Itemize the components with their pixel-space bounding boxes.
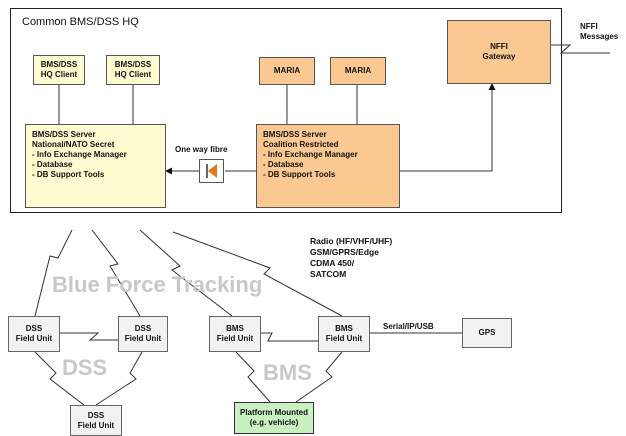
hq-client-box: BMS/DSS HQ Client (33, 55, 85, 85)
field-unit-type: DSS (134, 324, 152, 333)
hq-client-line2: HQ Client (114, 70, 152, 79)
server-item: - DB Support Tools (32, 170, 105, 179)
field-unit-type: BMS (335, 324, 353, 333)
server-title: BMS/DSS Server (263, 130, 327, 139)
server-item: - Info Exchange Manager (32, 150, 127, 159)
nffi-gateway-line1: NFFI (490, 42, 508, 51)
maria-label: MARIA (273, 66, 301, 75)
dss-field-unit: DSS Field Unit (70, 405, 122, 436)
field-unit-label: Field Unit (124, 334, 162, 343)
field-unit-type: DSS (25, 324, 43, 333)
hq-client-box: BMS/DSS HQ Client (106, 55, 160, 85)
data-diode-icon (199, 159, 224, 183)
platform-mounted-box: Platform Mounted (e.g. vehicle) (234, 402, 314, 434)
nffi-gateway-box: NFFI Gateway (447, 20, 551, 84)
server-coalition-restricted: BMS/DSS Server Coalition Restricted - In… (256, 124, 400, 208)
field-unit-label: Field Unit (77, 420, 115, 430)
nffi-messages-label: NFFI Messages (580, 22, 618, 43)
radio-line: Radio (HF/VHF/UHF) (310, 236, 393, 246)
watermark-dss: DSS (62, 355, 108, 380)
field-unit-type: DSS (87, 410, 105, 420)
one-way-fibre-label: One way fibre (175, 145, 228, 154)
hq-title: Common BMS/DSS HQ (22, 16, 139, 28)
field-unit-label: Field Unit (216, 334, 254, 343)
dss-field-unit: DSS Field Unit (118, 316, 168, 352)
hq-client-line2: HQ Client (40, 70, 78, 79)
hq-client-line1: BMS/DSS (114, 60, 152, 69)
server-classification: National/NATO Secret (32, 140, 115, 149)
maria-box: MARIA (259, 57, 315, 85)
maria-box: MARIA (330, 57, 386, 85)
field-unit-label: Field Unit (325, 334, 363, 343)
platform-line2: (e.g. vehicle) (249, 418, 299, 427)
gps-box: GPS (462, 318, 512, 348)
serial-ip-usb-label: Serial/IP/USB (383, 322, 434, 331)
server-item: - DB Support Tools (263, 170, 336, 179)
server-item: - Database (263, 160, 304, 169)
server-title: BMS/DSS Server (32, 130, 96, 139)
server-national-secret: BMS/DSS Server National/NATO Secret - In… (25, 124, 166, 208)
radio-bearers-label: Radio (HF/VHF/UHF) GSM/GPRS/Edge CDMA 45… (310, 236, 392, 280)
server-item: - Info Exchange Manager (263, 150, 358, 159)
radio-line: SATCOM (310, 269, 347, 280)
server-item: - Database (32, 160, 73, 169)
server-classification: Coalition Restricted (263, 140, 339, 149)
bms-field-unit: BMS Field Unit (209, 316, 261, 352)
nffi-messages-line1: NFFI (580, 22, 598, 31)
maria-label: MARIA (344, 66, 372, 75)
platform-line1: Platform Mounted (240, 408, 308, 417)
watermark-blue-force-tracking: Blue Force Tracking (52, 272, 263, 297)
field-unit-type: BMS (226, 324, 244, 333)
radio-line: CDMA 450/ (310, 258, 355, 269)
radio-line: GSM/GPRS/Edge (310, 247, 379, 258)
nffi-gateway-line2: Gateway (482, 52, 516, 61)
hq-frame (10, 8, 562, 213)
hq-client-line1: BMS/DSS (40, 60, 78, 69)
watermark-bms: BMS (263, 360, 312, 385)
bms-field-unit: BMS Field Unit (318, 316, 370, 352)
nffi-messages-line2: Messages (580, 32, 619, 42)
dss-field-unit: DSS Field Unit (8, 316, 60, 352)
gps-label: GPS (478, 328, 496, 337)
field-unit-label: Field Unit (15, 334, 53, 343)
